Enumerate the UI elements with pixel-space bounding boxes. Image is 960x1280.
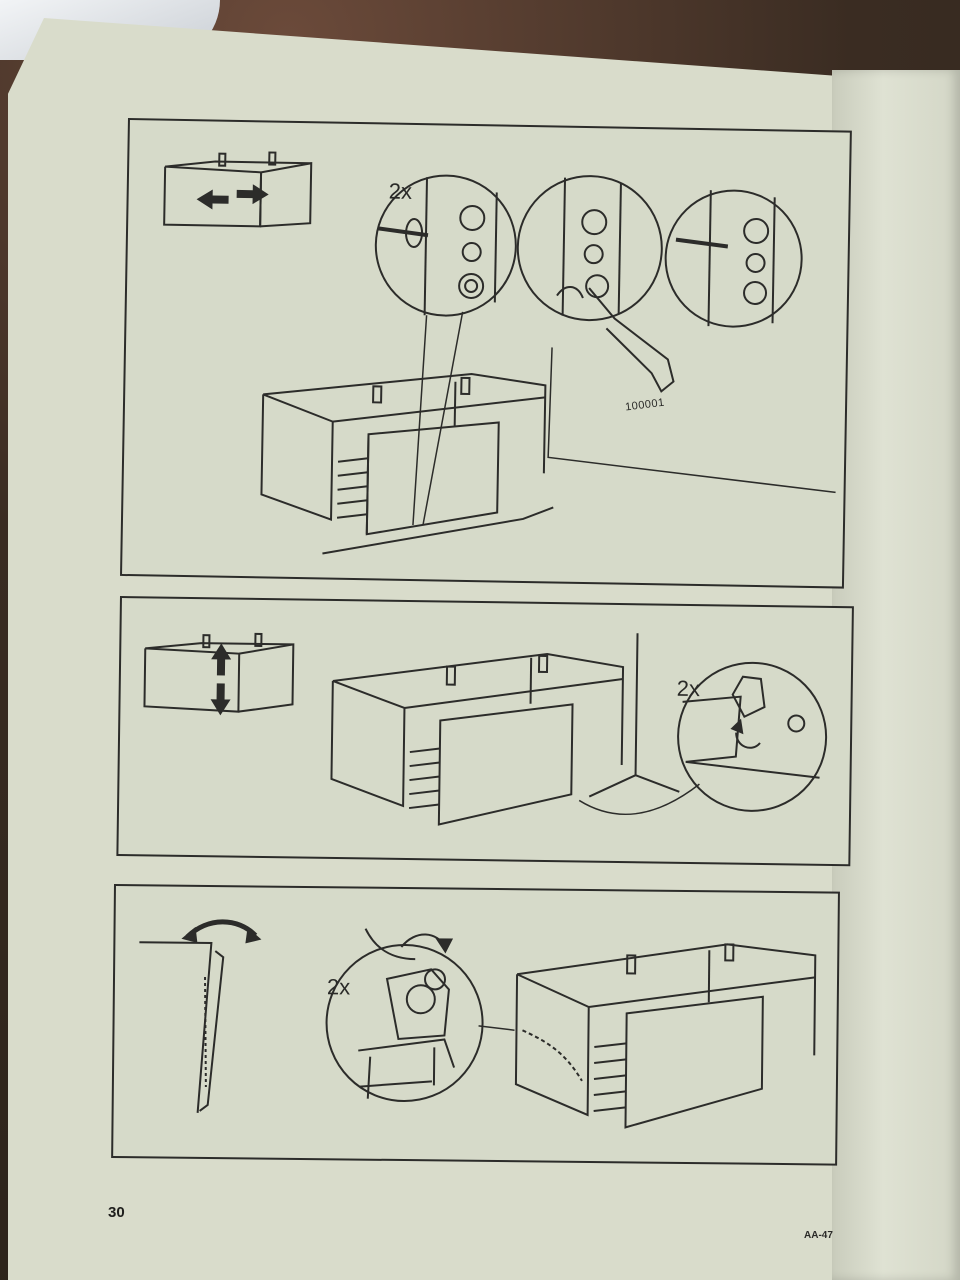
facing-page-edge (832, 70, 960, 1280)
detail-circle-leveling-foot (578, 661, 828, 816)
multiplier-label: 2x (326, 974, 351, 1000)
vanity-cabinet (478, 943, 817, 1129)
detail-circle-screwdriver-1 (374, 174, 517, 526)
detail-circle-hinge (325, 928, 484, 1103)
vanity-cabinet (330, 633, 680, 826)
door-side-profile (139, 941, 225, 1113)
panel-1-illustration (163, 151, 836, 555)
step-panel-1: 2x 100001 (120, 118, 852, 589)
small-cabinet-thumbnail (143, 632, 295, 713)
step-panel-2: 2x (116, 596, 854, 867)
document-code: AA-47 (804, 1230, 833, 1241)
page-number: 30 (108, 1204, 125, 1221)
multiplier-label: 2x (388, 178, 413, 204)
up-down-arrow-icon (210, 643, 232, 716)
panel-2-illustration (143, 632, 828, 826)
small-cabinet-thumbnail (163, 151, 313, 228)
curved-arrows-icon (181, 919, 262, 944)
multiplier-label: 2x (676, 675, 701, 702)
vanity-cabinet (260, 373, 554, 555)
detail-circle-allen-key (516, 175, 836, 494)
detail-circle-screwdriver-2 (664, 189, 803, 328)
step-panel-3: 2x (111, 884, 840, 1166)
left-right-arrow-icon (196, 184, 269, 210)
panel-3-illustration (139, 919, 817, 1129)
